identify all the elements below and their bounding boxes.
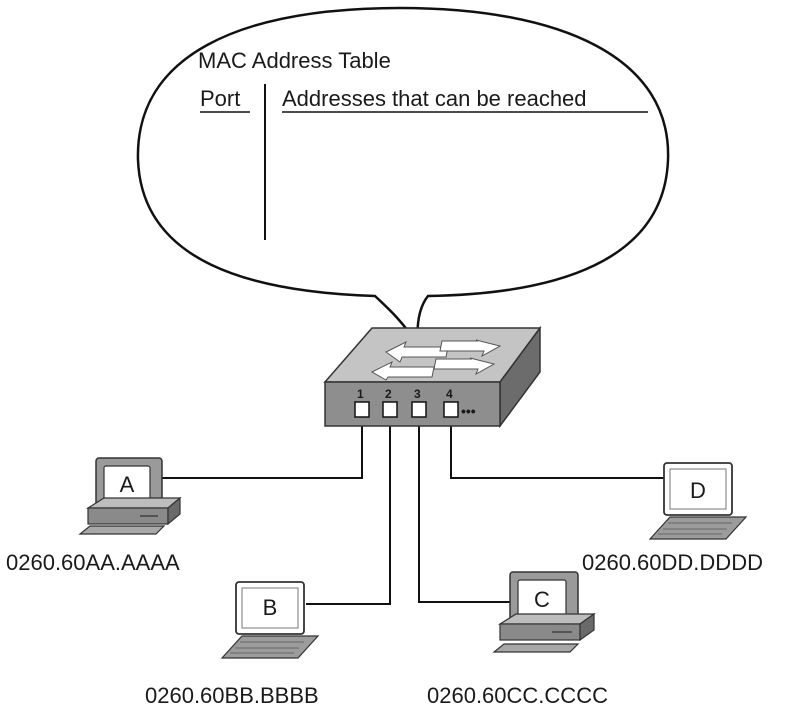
cable-port-1-host-a [160, 418, 363, 479]
host-a-desktop: A 0260.60AA.AAAA [6, 457, 182, 575]
host-a-keyboard [78, 525, 166, 535]
more-ports-ellipsis: ••• [461, 403, 476, 419]
switch-port-2 [382, 401, 398, 418]
cable-port-3-host-c [418, 418, 512, 603]
host-d-letter: D [690, 478, 706, 503]
host-a-base-side [167, 496, 181, 526]
switch-port-1 [354, 401, 370, 418]
host-d-screen [669, 468, 727, 510]
host-c-desktop: C 0260.60CC.CCCC [427, 571, 608, 708]
host-b-letter: B [263, 595, 278, 620]
port-column-header: Port [200, 86, 240, 111]
host-a-letter: A [120, 472, 135, 497]
port-label-1: 1 [357, 387, 364, 401]
addresses-column-header: Addresses that can be reached [282, 86, 587, 111]
cable-port-4-host-d [450, 418, 664, 479]
callout-bubble [136, 6, 670, 347]
host-c-letter: C [534, 587, 550, 612]
host-d-mac: 0260.60DD.DDDD [582, 550, 763, 575]
host-d-keyboard [648, 516, 748, 540]
cable-port-2-host-b [306, 418, 391, 605]
mac-table-callout: MAC Address Table Port Addresses that ca… [136, 6, 670, 347]
host-b-mac: 0260.60BB.BBBB [145, 683, 319, 708]
switch-port-3 [411, 401, 427, 418]
port-label-4: 4 [446, 387, 453, 401]
port-label-2: 2 [385, 387, 392, 401]
switching-arrows-icon [370, 339, 502, 381]
switch-port-4 [443, 401, 459, 418]
host-c-mac: 0260.60CC.CCCC [427, 683, 608, 708]
mac-table-title: MAC Address Table [198, 48, 391, 73]
host-b-keyboard [220, 635, 320, 659]
host-d-laptop: D 0260.60DD.DDDD [582, 462, 763, 575]
port-label-3: 3 [414, 387, 421, 401]
host-a-mac: 0260.60AA.AAAA [6, 550, 180, 575]
host-a-base-top [85, 497, 182, 509]
host-b-screen [241, 587, 299, 629]
host-c-base-side [579, 612, 595, 642]
host-c-keyboard [492, 643, 580, 653]
cables [160, 418, 664, 605]
host-c-base-top [497, 613, 596, 625]
switch: 1 2 3 4 ••• [323, 325, 542, 429]
host-b-laptop: B 0260.60BB.BBBB [145, 581, 320, 708]
